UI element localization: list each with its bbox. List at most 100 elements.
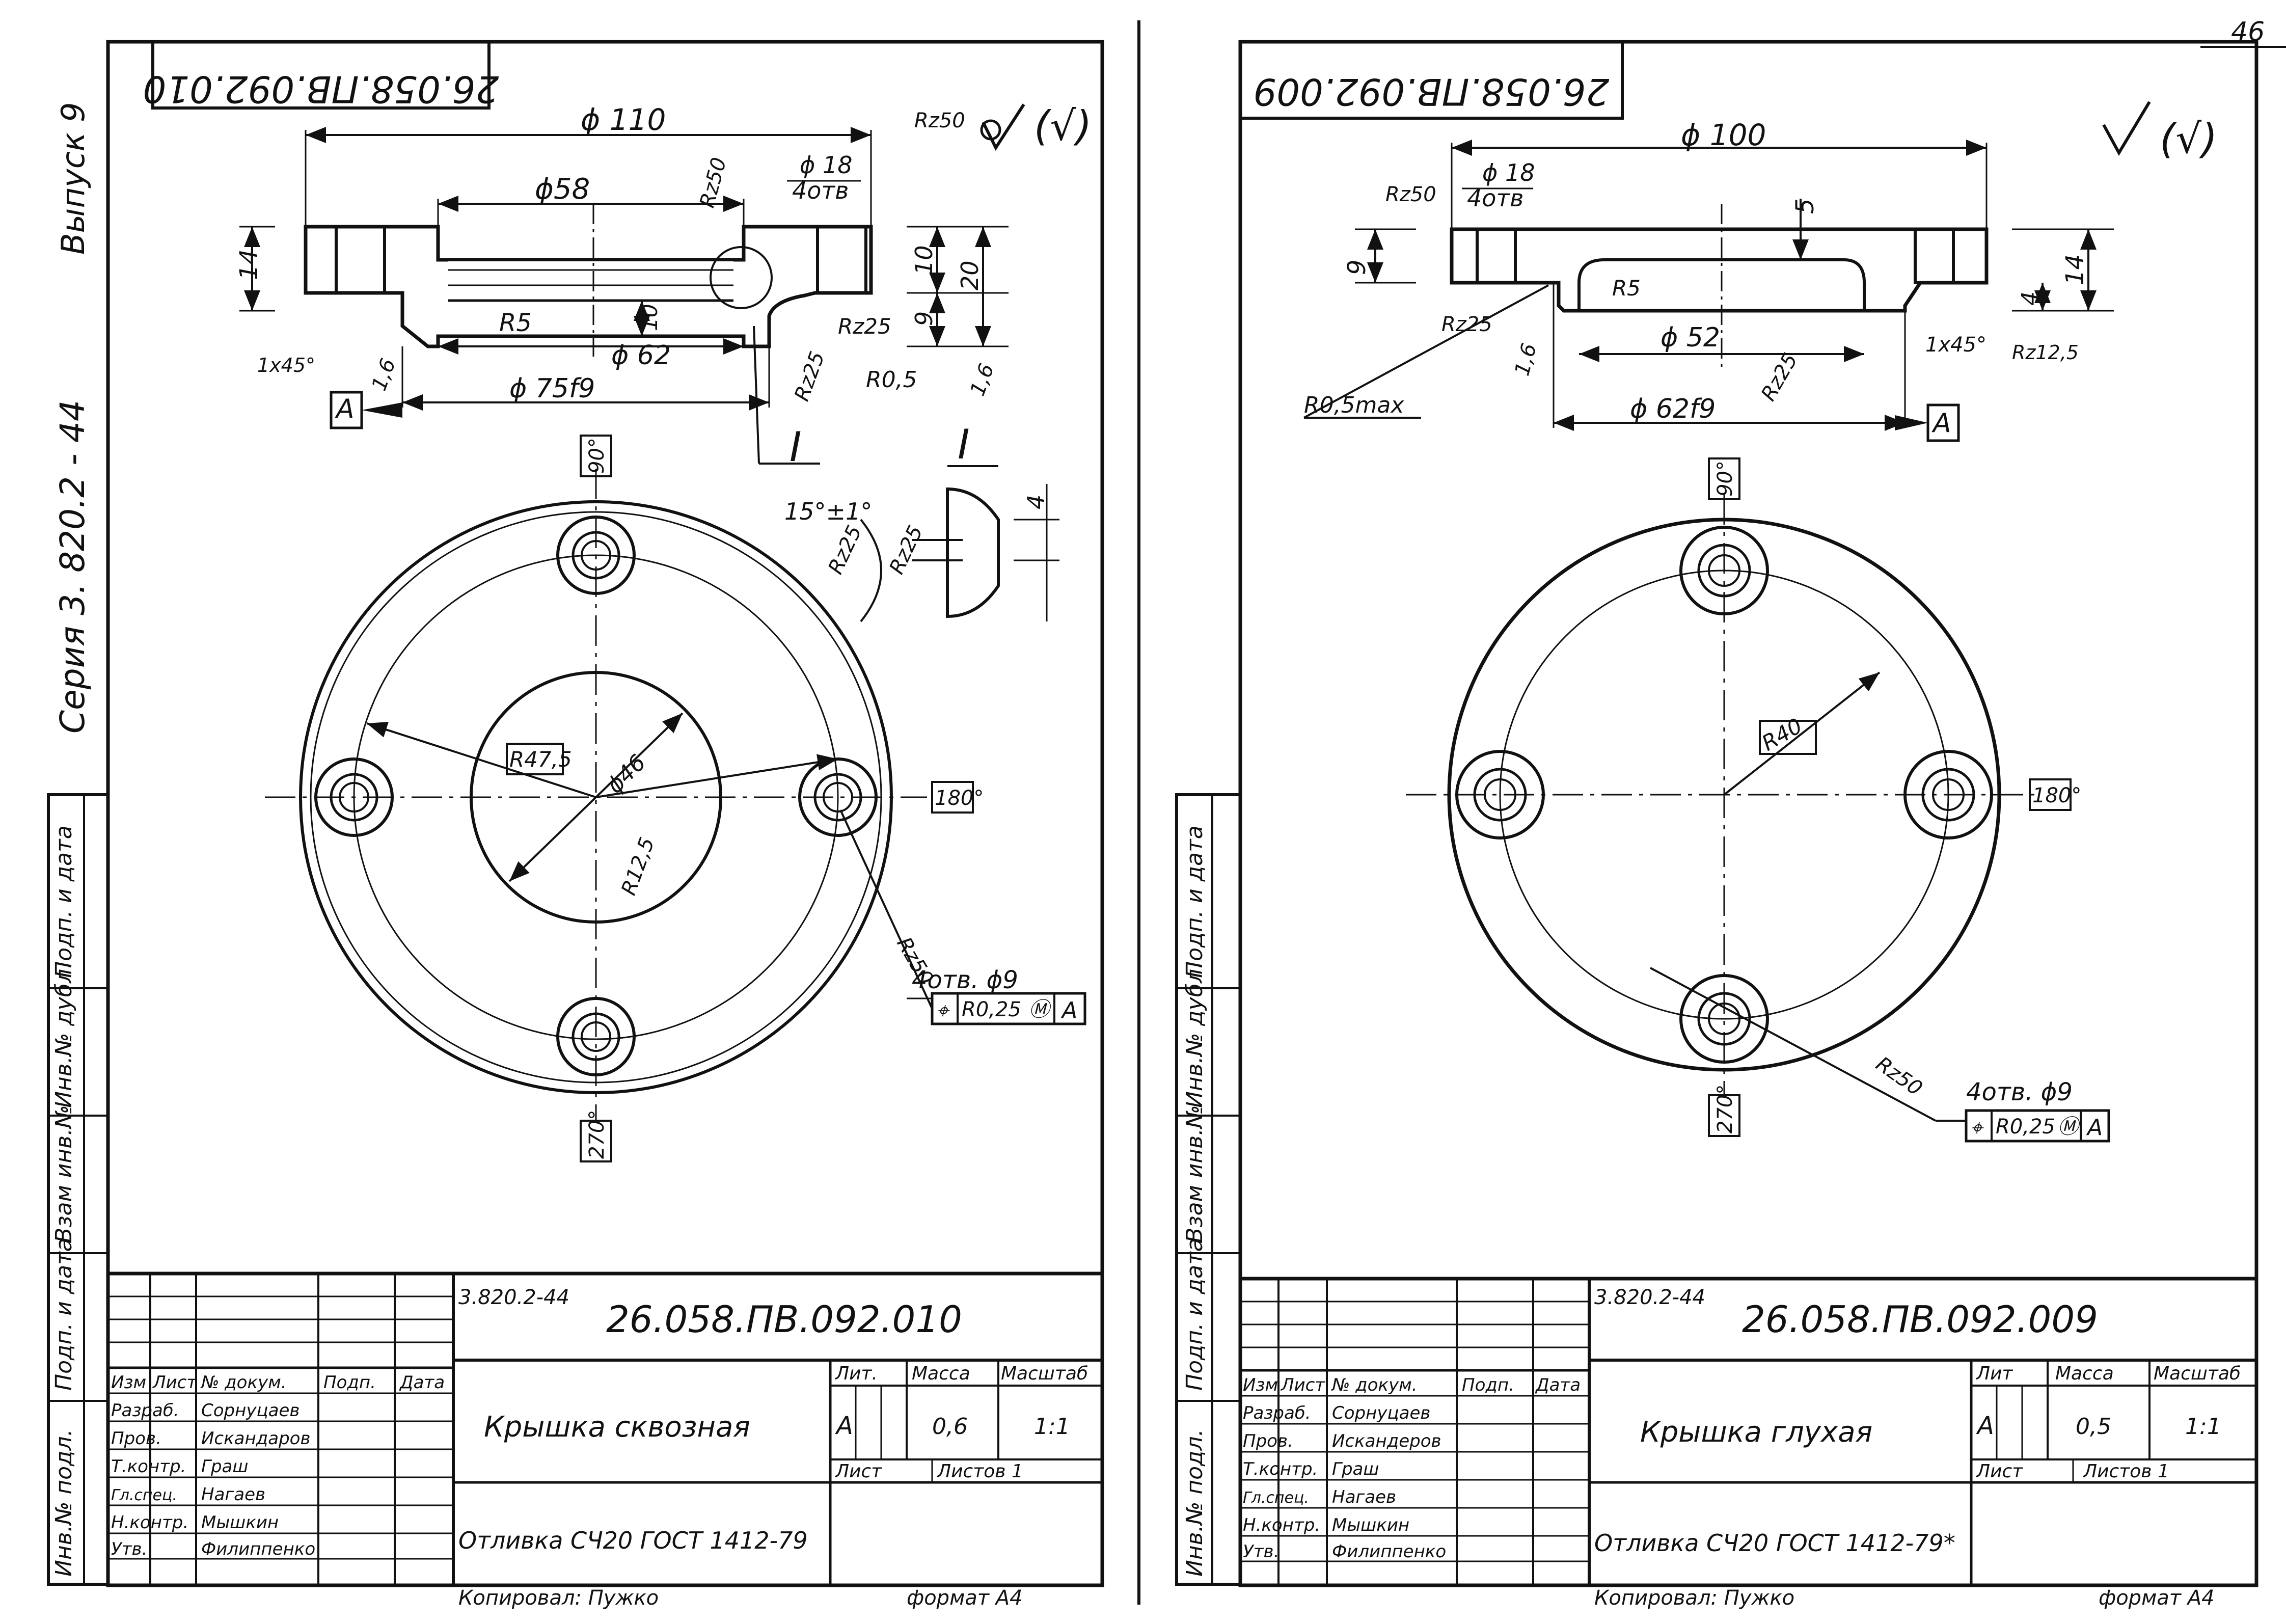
r-role-3: Т.контр. [1243,1459,1318,1479]
name-3: Граш [201,1456,248,1477]
r-dim-d100: ϕ 100 [1681,118,1766,152]
top-code: 26.058.ПВ.092.010 [143,68,499,111]
r-plan-view: 90° 180° 270° R40 Rz50 4отв. ϕ9 ⌖ R0,25 … [1406,457,2110,1143]
bolt-hole-top [556,516,636,595]
plan-view: 90° 180° 270° R47,5 ϕ46 R12,5 Rz50 4отв.… [265,435,1086,1162]
r-top-code: 26.058.ПВ.092.009 [1254,70,1610,113]
bolt-hole-right [816,225,867,294]
stamp-series: 3.820.2-44 [458,1286,569,1309]
r-scale-label: Масштаб [2154,1363,2241,1384]
left-sheet: Выпуск 9 Серия 3. 820.2 - 44 Подп. и дат… [47,40,1104,1610]
detail-circle [710,246,773,309]
r-role-1: Разраб. [1243,1403,1311,1423]
section-mark: I [790,423,802,471]
bolt-hole-bottom [556,997,636,1076]
r-rz25-a: Rz25 [1441,313,1492,336]
angle-270-box [580,1120,612,1162]
dim-d110: ϕ 110 [581,102,666,137]
surface-mark: (√) [1034,102,1092,150]
r-datum-label: A [1931,408,1951,439]
r-side-label-2: Инв.№ дубл. [1182,962,1208,1108]
name-2: Искандаров [201,1428,311,1449]
dim-d75: ϕ 75f9 [509,373,595,404]
r-bolt-hole-right [1914,228,1955,284]
sheet-label: Лист [834,1461,882,1482]
r-rz50-plan: Rz50 [1871,1052,1926,1101]
r-section-view: ϕ 100 ϕ 18 4отв Rz50 5 9 14 4 Rz25 R5 ϕ … [1303,118,2114,442]
r-rz25-b: Rz25 [1757,349,1803,405]
r-angle-180-box [2029,778,2072,811]
rz50-top: Rz50 [914,109,965,132]
r-dim-h16: 1,6 [1510,341,1541,378]
r-copied-by: Копировал: Пужко [1594,1586,1794,1610]
role-1: Разраб. [111,1400,179,1421]
dim-r05: R0,5 [866,367,917,393]
dim-h14: 14 [235,249,263,280]
r-dim-d62: ϕ 62f9 [1630,394,1716,424]
r-hdr-sign: Подп. [1462,1375,1514,1395]
dim-d58: ϕ58 [535,173,590,206]
r-stamp-doc-code: 26.058.ПВ.092.009 [1742,1298,2098,1341]
name-4: Нагаев [201,1484,265,1505]
dim-h10b: 10 [637,304,662,331]
sheets-label: Листов 1 [936,1461,1023,1482]
r-stamp-title: Крышка глухая [1640,1416,1872,1449]
r-dim-h14: 14 [2061,254,2089,285]
r-surface-finish-sign: (√) [2102,101,2217,163]
mass-label: Масса [912,1363,970,1384]
role-3: Т.контр. [111,1456,186,1477]
hdr-date: Дата [399,1372,445,1393]
side-label-1: Подп. и дата [51,825,77,978]
section-view: ϕ 110 ϕ58 ϕ 18 4отв Rz50 Rz50 14 10 20 9… [235,102,1009,471]
rz25-a: Rz25 [838,314,891,339]
hdr-doc: № докум. [200,1372,287,1393]
r-top-code-box [1239,40,1624,120]
r-role-4: Гл.спец. [1243,1489,1309,1507]
bolt-hole-left [335,225,386,294]
r-stamp-material: Отливка СЧ20 ГОСТ 1412-79* [1594,1529,1955,1557]
r-angle-270: 270° [1713,1085,1737,1133]
r-dim-h9: 9 [1343,259,1371,275]
r-lit-label: Лит [1975,1363,2013,1384]
r-mass-value: 0,5 [2076,1414,2111,1440]
hdr-sign: Подп. [323,1372,376,1393]
mass-value: 0,6 [932,1414,968,1440]
r-bolt-hole-left-plan [1455,750,1545,840]
r-tolerance-frame: ⌖ R0,25 Ⓜ A [1965,1109,2110,1143]
r-name-5: Мышкин [1332,1515,1409,1535]
r-side-label-4: Подп. и дата [1182,1238,1208,1391]
r-rz125: Rz12,5 [2012,341,2079,364]
r-hdr-doc: № докум. [1331,1375,1418,1395]
title-block-right: Изм Лист № докум. Подп. Дата Разраб. Про… [1238,1277,2258,1610]
r-name-2: Искандеров [1332,1431,1441,1451]
side-label-3: Взам инв.№ [51,1105,77,1243]
r-stamp-series: 3.820.2-44 [1594,1286,1705,1309]
tol-symbol: ⌖ [936,998,950,1023]
r-tol-datum: A [2086,1115,2103,1141]
r-hdr-izm: Изм [1243,1375,1278,1395]
r-bolt-hole-top [1679,526,1769,615]
r-side-label-5: Инв.№ подл. [1182,1429,1208,1577]
angle-90-box [580,435,612,477]
datum-label: A [335,394,355,424]
rz25-b: Rz25 [790,348,829,404]
r-angle-180: 180° [2032,784,2081,807]
detail-angle: 15°±1° [784,498,872,525]
detail-view: I 4 15°±1° Rz25 Rz25 [784,421,1059,622]
stamp-doc-code: 26.058.ПВ.092.010 [606,1298,962,1341]
dim-d62: ϕ 62 [611,340,671,371]
r-hdr-list: Лист [1280,1375,1325,1395]
detail-rz25-a: Rz25 [824,522,866,578]
r-bolt-hole-left [1476,228,1517,284]
r-angle-90-box [1708,457,1740,500]
r475-box [506,743,564,775]
r-dim-d18: ϕ 18 [1482,159,1535,186]
title-block-left: Изм Лист № докум. Подп. Дата Разраб. Про… [106,1271,1104,1610]
r-sheet-label: Лист [1975,1461,2023,1482]
angle-90: 90° [585,438,609,474]
r-side-label-3: Взам инв.№ [1182,1105,1208,1243]
role-5: Н.контр. [111,1512,188,1533]
dim-d18: ϕ 18 [800,151,853,179]
dim-r125: R12,5 [617,834,659,899]
